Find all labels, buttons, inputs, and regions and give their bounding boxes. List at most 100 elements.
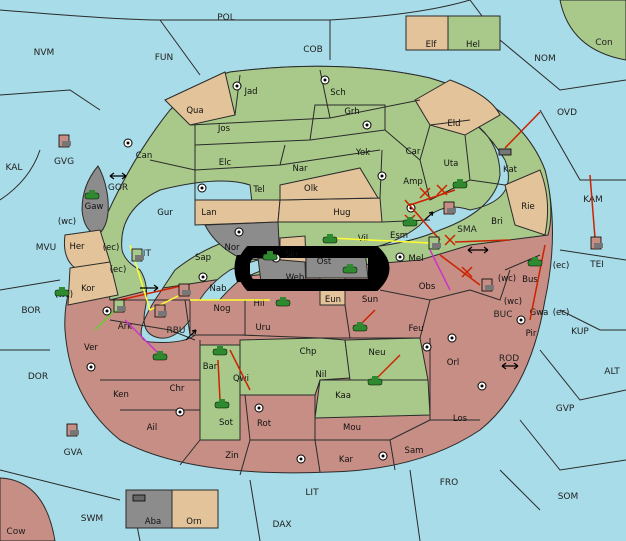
land-label-uta: Uta [444, 159, 459, 169]
land-label-rot: Rot [257, 419, 272, 429]
province-neu[interactable] [344, 337, 429, 381]
land-label-feu: Feu [408, 324, 423, 334]
army-icon [275, 297, 291, 307]
land-label-bus: Bus [522, 275, 538, 285]
fleet-icon [428, 236, 441, 250]
province-hel[interactable] [447, 15, 501, 51]
coast-label-her-ec: (ec) [103, 243, 120, 253]
sea-label-fun: FUN [155, 53, 174, 63]
sea-label-kup: KUP [571, 327, 589, 337]
supply-center [86, 362, 96, 372]
land-label-nar: Nar [292, 164, 308, 174]
land-label-nil: Nil [315, 370, 326, 380]
sea-label-cow: Cow [6, 527, 25, 537]
land-label-hil: Hil [253, 299, 264, 309]
land-label-eld: Eld [447, 119, 460, 129]
land-label-esm: Esm [390, 231, 408, 241]
army-icon [452, 179, 468, 189]
province-elf[interactable] [405, 15, 449, 51]
sea-label-fro: FRO [440, 478, 459, 488]
coast-label-gwa-wc: (wc) [504, 297, 522, 307]
army-icon [322, 234, 338, 244]
land-label-sot: Sot [219, 418, 234, 428]
sea-label-lit: LIT [305, 488, 319, 498]
land-label-uru: Uru [255, 323, 270, 333]
black-lake-east [368, 255, 384, 282]
land-label-kor: Kor [81, 284, 95, 294]
province-hug[interactable] [277, 197, 383, 223]
sea-label-gvg: GVG [54, 157, 74, 167]
supply-center [102, 306, 112, 316]
supply-center [378, 451, 388, 461]
fleet-icon [498, 148, 512, 156]
land-label-rie: Rie [521, 202, 535, 212]
province-eld[interactable] [414, 79, 501, 136]
supply-center [516, 315, 526, 325]
land-label-orl: Orl [447, 358, 460, 368]
land-label-qua: Qua [186, 106, 203, 116]
land-label-bar: Bar [203, 362, 218, 372]
land-label-sch: Sch [330, 88, 345, 98]
units [54, 179, 543, 409]
fleet-icon [113, 299, 126, 313]
land-label-ail: Ail [147, 423, 158, 433]
army-icon [367, 376, 383, 386]
land-label-sap: Sap [195, 253, 211, 263]
province-orn[interactable] [171, 489, 219, 529]
land-label-kar: Kar [339, 455, 354, 465]
land-label-ark: Ark [118, 322, 132, 332]
army-icon [527, 257, 543, 267]
sea-label-nvm: NVM [34, 48, 55, 58]
land-label-qwi: Qwi [233, 374, 249, 384]
supply-center [197, 183, 207, 193]
fleet-icon [58, 134, 71, 148]
supply-center [234, 227, 244, 237]
coast-label-bus-wc: (wc) [498, 274, 516, 284]
land-label-kat: Kat [503, 165, 518, 175]
land-label-kaa: Kaa [335, 391, 351, 401]
coast-label-her-wc: (wc) [58, 217, 76, 227]
sea-label-kal: KAL [6, 163, 23, 173]
land-label-chp: Chp [300, 347, 317, 357]
land-label-aba: Aba [145, 517, 161, 527]
sea-label-buc: BUC [493, 310, 512, 320]
sea-label-sma: SMA [457, 225, 477, 235]
land-label-skr: Skr [285, 250, 299, 260]
province-rie[interactable] [504, 169, 549, 236]
sea-label-gva: GVA [64, 448, 84, 458]
land-label-tel: Tel [252, 185, 264, 195]
land-label-sam: Sam [405, 446, 424, 456]
sea-label-rbu: RBU [166, 326, 185, 336]
army-icon [352, 322, 368, 332]
sea-label-swm: SWM [81, 514, 103, 524]
army-icon [342, 264, 358, 274]
land-label-sun: Sun [362, 295, 378, 305]
land-label-nog: Nog [214, 304, 231, 314]
convoy-arrows [109, 172, 519, 370]
sea-label-pol: POL [217, 13, 235, 23]
province-olk[interactable] [279, 167, 379, 201]
sea-label-dor: DOR [28, 372, 48, 382]
coast-label-kor-ec: (ec) [110, 265, 127, 275]
army-icon [212, 346, 228, 356]
fleet-icon [132, 494, 146, 502]
land-label-web: Web [286, 273, 305, 283]
sea-label-som: SOM [558, 492, 579, 502]
land-label-gwa: Gwa [530, 308, 549, 318]
failed-orders [404, 184, 473, 278]
province-kaa[interactable] [314, 379, 431, 419]
fleet-icon [590, 236, 603, 250]
army-icon [54, 287, 70, 297]
land-label-yok: Yok [355, 148, 370, 158]
sea-label-tei: TEI [589, 260, 604, 270]
land-label-gur: Gur [157, 208, 173, 218]
coast-label-gwa-ec: (ec) [553, 308, 570, 318]
supply-center [296, 454, 306, 464]
fleet-icon [66, 423, 79, 437]
move-orders [94, 111, 596, 401]
province-chp[interactable] [239, 337, 351, 396]
supply-center [198, 272, 208, 282]
sea-label-rod: ROD [499, 354, 519, 364]
supply-center [175, 407, 185, 417]
